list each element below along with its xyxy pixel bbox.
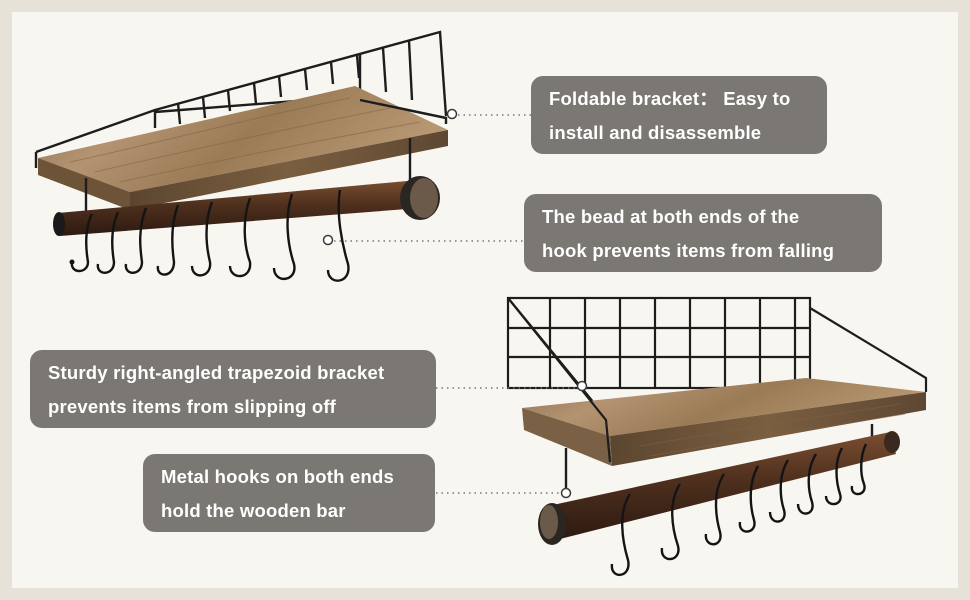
callout-bead-ends: The bead at both ends of the hook preven… — [524, 194, 882, 272]
callout-foldable-bracket: Foldable bracket： Easy to install and di… — [531, 76, 827, 154]
trapezoid-pointer-dot — [576, 380, 588, 392]
callout-bead-ends-line2: hook prevents items from falling — [542, 240, 835, 261]
top-shelf-wooden-bar — [58, 180, 420, 236]
bottom-shelf-plank-front — [610, 392, 926, 466]
leader-lines — [334, 114, 576, 494]
callout-metal-hooks-line2: hold the wooden bar — [161, 500, 346, 521]
bracket-pointer-dot — [446, 108, 458, 120]
bottom-shelf — [506, 296, 928, 576]
bottom-shelf-hooks — [610, 443, 868, 576]
callout-metal-hooks-line1: Metal hooks on both ends — [161, 466, 394, 487]
callout-bead-ends-line1: The bead at both ends of the — [542, 206, 800, 227]
callout-foldable-bracket-line2: install and disassemble — [549, 122, 762, 143]
bottom-shelf-wire-grid — [506, 296, 928, 460]
top-shelf-plank-front — [130, 130, 448, 210]
top-shelf — [34, 30, 458, 282]
bottom-shelf-plank-top — [522, 378, 926, 436]
callout-trapezoid-bracket-line1: Sturdy right-angled trapezoid bracket — [48, 362, 385, 383]
bottom-shelf-wooden-bar — [548, 432, 896, 540]
hooks-pointer-dot — [560, 487, 572, 499]
bead-pointer-dot — [322, 234, 334, 246]
callout-metal-hooks: Metal hooks on both ends hold the wooden… — [143, 454, 435, 532]
callout-trapezoid-bracket-line2: prevents items from slipping off — [48, 396, 337, 417]
callout-foldable-bracket-line1: Foldable bracket： Easy to — [549, 88, 791, 109]
callout-trapezoid-bracket: Sturdy right-angled trapezoid bracket pr… — [30, 350, 436, 428]
top-shelf-hooks — [70, 189, 350, 282]
